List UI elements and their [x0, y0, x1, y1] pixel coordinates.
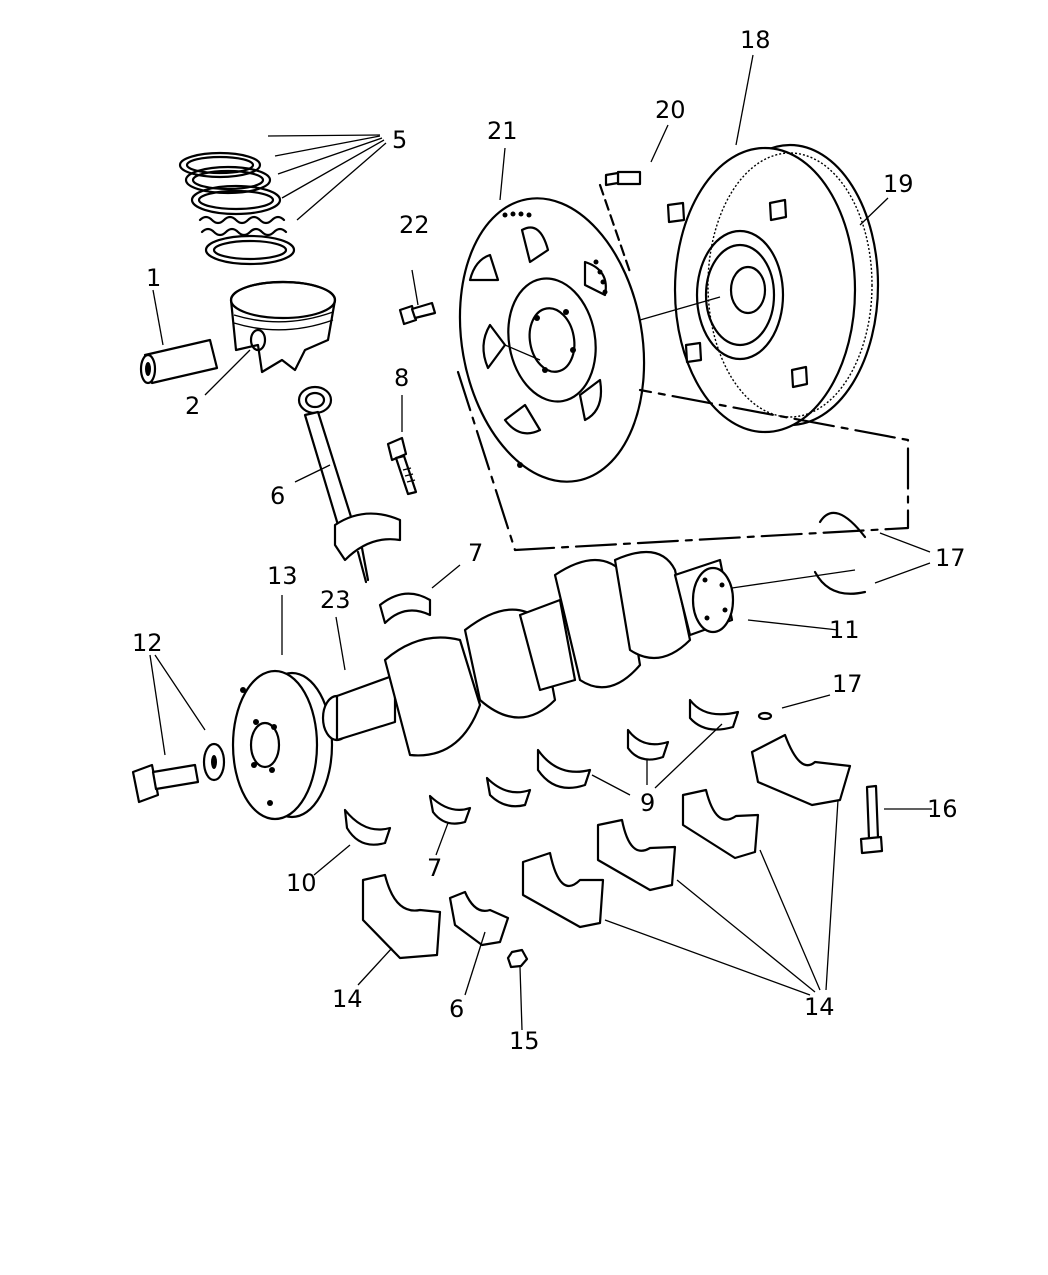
- converter-bolt: [604, 170, 642, 187]
- main-bearing-caps: [361, 733, 852, 960]
- callout-5: 5: [392, 126, 407, 154]
- callout-21: 21: [487, 117, 518, 145]
- callout-17-top: 17: [935, 544, 966, 572]
- callout-8: 8: [394, 364, 409, 392]
- callout-1: 1: [146, 264, 161, 292]
- callout-18: 18: [740, 26, 771, 54]
- callout-17-mid: 17: [832, 670, 863, 698]
- damper: [231, 669, 334, 821]
- torque-converter: [666, 143, 880, 434]
- nut: [506, 948, 529, 969]
- callout-13: 13: [267, 562, 298, 590]
- callout-7-bottom: 7: [427, 854, 442, 882]
- callout-14-right: 14: [804, 993, 835, 1021]
- callout-22: 22: [399, 211, 430, 239]
- crankshaft: [321, 550, 735, 757]
- callout-19: 19: [883, 170, 914, 198]
- damper-bolt-and-washer: [131, 742, 226, 804]
- rod-bolt: [386, 436, 418, 496]
- callout-20: 20: [655, 96, 686, 124]
- callout-6: 6: [270, 482, 285, 510]
- piston-pin: [139, 338, 219, 385]
- callouts: 1 2 5 6 8 22 21 20 18 19 17 7 11 13 23 1…: [132, 26, 966, 1055]
- piston: [229, 280, 337, 374]
- callout-9: 9: [640, 789, 655, 817]
- alignment-lines: [456, 183, 910, 589]
- callout-15: 15: [509, 1027, 540, 1055]
- thrust-washers: [757, 511, 867, 721]
- leader-lines: [149, 54, 932, 1031]
- piston-rings: [178, 151, 296, 266]
- callout-14-left: 14: [332, 985, 363, 1013]
- callout-23: 23: [320, 586, 351, 614]
- flexplate: [458, 197, 646, 483]
- callout-12: 12: [132, 629, 163, 657]
- cap-bolt: [859, 784, 884, 855]
- callout-6-bottom: 6: [449, 995, 464, 1023]
- callout-7-top: 7: [468, 539, 483, 567]
- callout-16: 16: [927, 795, 958, 823]
- flexplate-bolt: [398, 301, 437, 326]
- callout-11: 11: [829, 616, 860, 644]
- bearing-shells: [343, 592, 740, 846]
- callout-10: 10: [286, 869, 317, 897]
- connecting-rod: [297, 385, 402, 584]
- callout-2: 2: [185, 392, 200, 420]
